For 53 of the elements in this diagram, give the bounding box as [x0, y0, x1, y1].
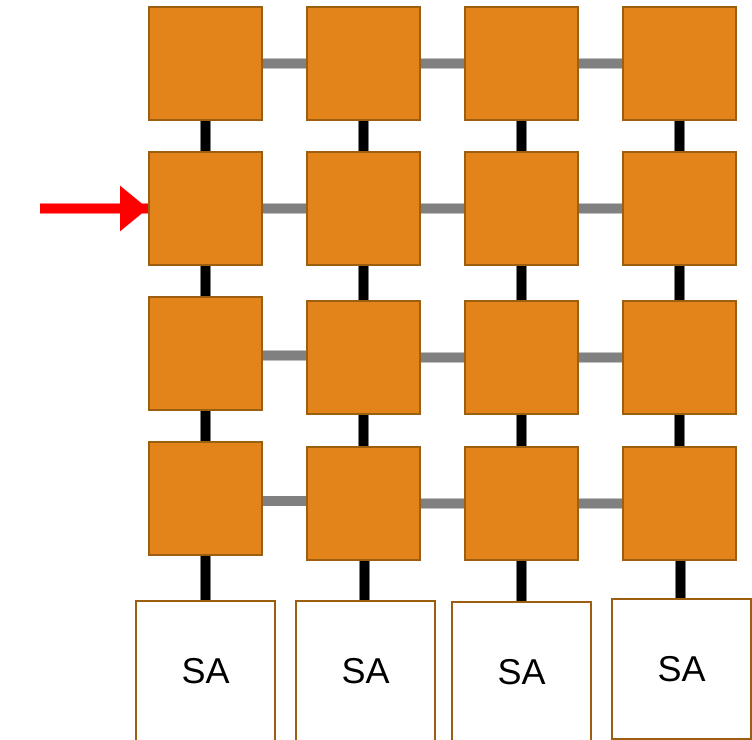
connector-line [358, 415, 368, 446]
connector-line [579, 352, 622, 362]
connector-line [200, 411, 210, 441]
connector-line [421, 58, 464, 68]
arrow [40, 186, 148, 232]
memory-cell-box [464, 6, 579, 121]
connector-line [516, 266, 526, 300]
memory-cell-box [148, 6, 263, 121]
connector-line [358, 266, 368, 300]
memory-cell-box [148, 151, 263, 266]
box-label: SA [181, 650, 230, 692]
memory-cell-box [622, 300, 737, 415]
connector-line [200, 121, 210, 151]
connector-line [579, 498, 622, 508]
connector-line [674, 415, 684, 446]
sense-amplifier-box [611, 598, 752, 740]
memory-cell-box [306, 151, 421, 266]
sense-amplifier-box [135, 600, 276, 740]
connector-line [360, 561, 370, 600]
connector-line [263, 496, 306, 506]
memory-cell-box [148, 441, 263, 556]
memory-cell-box [148, 296, 263, 411]
connector-line [674, 266, 684, 300]
memory-cell-box [464, 151, 579, 266]
connector-line [516, 415, 526, 446]
box-label: SA [341, 650, 390, 692]
connector-line [674, 121, 684, 151]
memory-cell-box [464, 446, 579, 561]
connector-line [263, 58, 306, 68]
box-label: SA [657, 648, 706, 690]
sense-amplifier-box [295, 600, 436, 740]
memory-cell-box [306, 446, 421, 561]
connector-line [421, 352, 464, 362]
memory-cell-box [622, 6, 737, 121]
connector-line [358, 121, 368, 151]
connector-line [579, 58, 622, 68]
connector-line [516, 561, 526, 601]
memory-cell-box [464, 300, 579, 415]
memory-cell-box [306, 300, 421, 415]
connector-line [676, 561, 686, 598]
connector-line [200, 556, 210, 600]
connector-line [421, 204, 464, 214]
sense-amplifier-box [451, 601, 592, 740]
connector-line [421, 498, 464, 508]
connector-line [516, 121, 526, 151]
connector-line [263, 204, 306, 214]
connector-line [579, 204, 622, 214]
memory-cell-box [306, 6, 421, 121]
connector-line [200, 266, 210, 296]
memory-cell-box [622, 446, 737, 561]
memory-cell-box [622, 151, 737, 266]
box-label: SA [497, 651, 546, 693]
connector-line [263, 350, 306, 360]
